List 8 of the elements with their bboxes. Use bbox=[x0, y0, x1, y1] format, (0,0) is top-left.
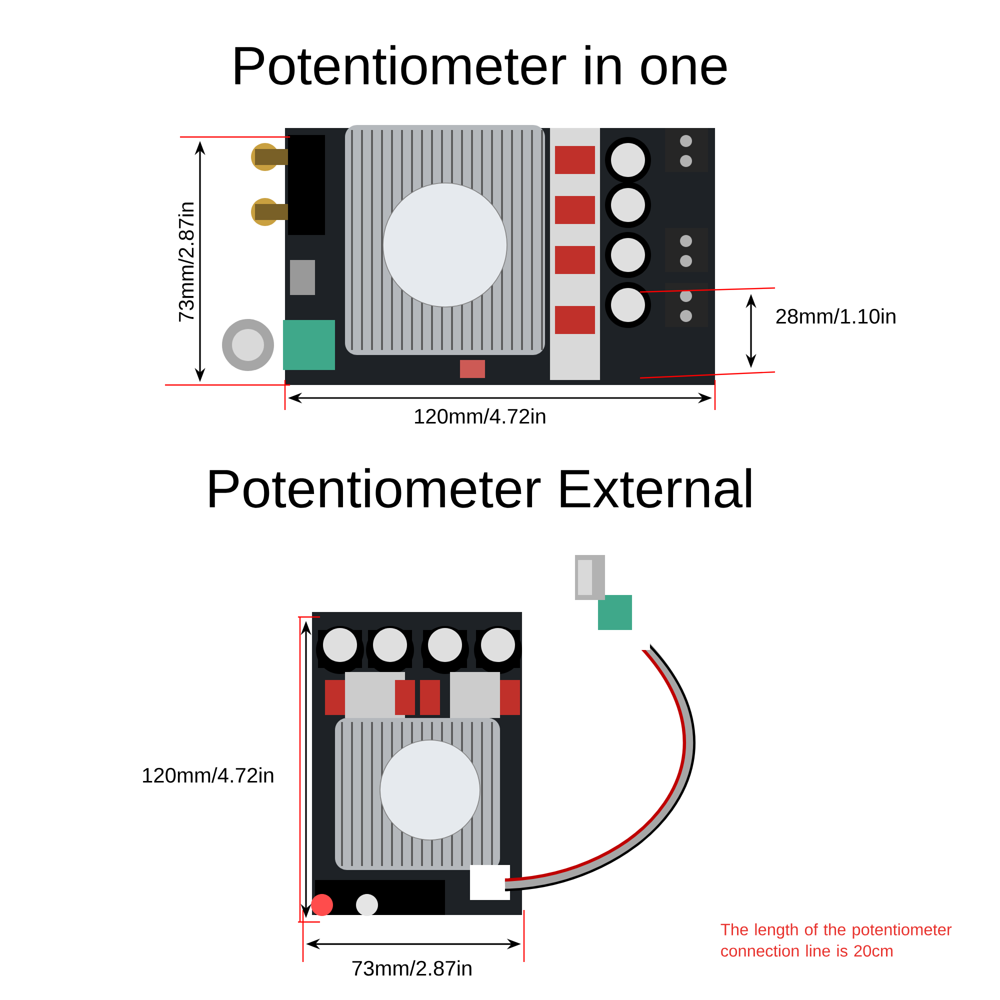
dimension-label: 73mm/2.87in bbox=[352, 960, 472, 976]
dimension-label: 120mm/4.72in bbox=[415, 408, 546, 424]
dimension-label: 28mm/1.10in bbox=[776, 308, 896, 324]
heading: Potentiometer External bbox=[210, 468, 751, 508]
note-text: The length of the potentiometer connection line is 20cm bbox=[720, 923, 952, 957]
dimension-label: 73mm/2.87in bbox=[178, 202, 194, 322]
dimension-label: 120mm/4.72in bbox=[143, 767, 274, 783]
heading: Potentiometer in one bbox=[235, 45, 727, 85]
